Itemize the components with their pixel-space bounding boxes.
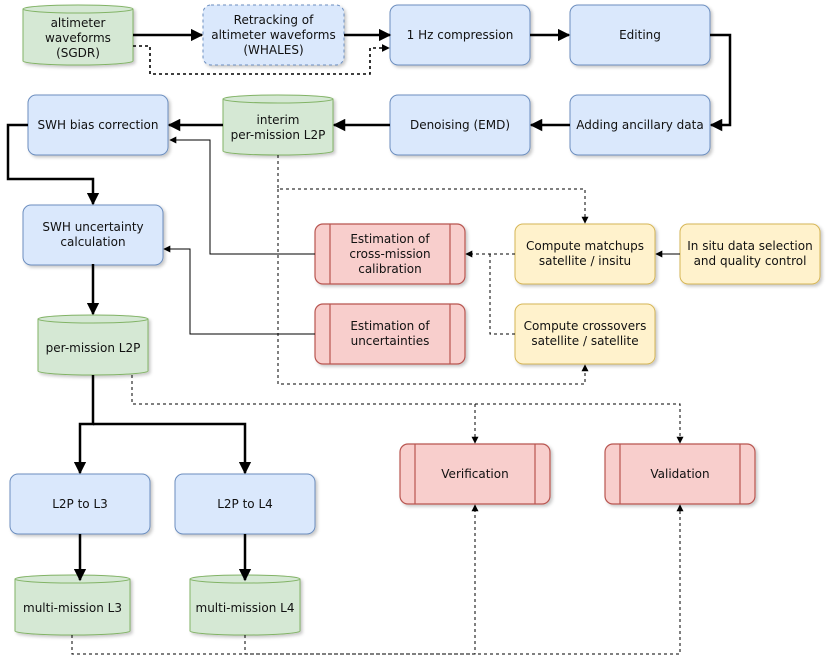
node-label: SWH uncertainty calculation	[42, 220, 144, 249]
node-label: Estimation of uncertainties	[350, 319, 430, 348]
node-compression: 1 Hz compression	[394, 5, 526, 65]
node-label: Retracking of altimeter waveforms (WHALE…	[211, 12, 336, 57]
edge-permission-validation	[475, 403, 684, 444]
node-label: per-mission L2P	[45, 340, 141, 355]
node-shape-sgdr	[22, 4, 134, 66]
node-uncertainty-calc: SWH uncertainty calculation	[27, 205, 159, 265]
node-label: Editing	[619, 27, 661, 42]
node-label: L2P to L4	[217, 496, 273, 511]
node-insitu: In situ data selection and quality contr…	[684, 224, 816, 284]
node-shape-interim	[222, 94, 334, 156]
node-multi-l3: multi-mission L3	[19, 581, 126, 635]
node-label: Compute matchups satellite / insitu	[526, 239, 644, 268]
edge-bias-uncertainty	[6, 123, 100, 206]
node-shape-whales	[202, 4, 345, 66]
node-label: multi-mission L3	[23, 600, 122, 615]
node-validation: Validation	[621, 444, 739, 504]
node-l4: L2P to L4	[179, 474, 311, 534]
edge-sgdr-compression-bypass	[133, 44, 390, 75]
node-multi-l4: multi-mission L4	[194, 581, 296, 635]
node-label: Validation	[650, 466, 710, 481]
edge-interim-matchups	[277, 155, 589, 224]
node-l3: L2P to L3	[14, 474, 146, 534]
node-label: Estimation of cross-mission calibration	[349, 231, 431, 276]
edge-crossovers-crosscal	[489, 254, 515, 335]
node-est-unc: Estimation of uncertainties	[331, 304, 449, 364]
node-crossovers: Compute crossovers satellite / satellite	[519, 304, 651, 364]
edge-editing-ancillary	[709, 33, 732, 132]
edge-permission-l3	[73, 375, 95, 475]
edge-crosscal-bias	[169, 136, 315, 255]
node-whales: Retracking of altimeter waveforms (WHALE…	[207, 5, 340, 65]
node-label: interim per-mission L2P	[230, 113, 326, 142]
node-matchups: Compute matchups satellite / insitu	[519, 224, 651, 284]
node-verification: Verification	[416, 444, 534, 504]
edge-estunc-uncertainty	[163, 245, 315, 335]
node-shape-verification	[399, 443, 551, 505]
node-shape-est-unc	[314, 303, 466, 365]
node-denoising: Denoising (EMD)	[394, 95, 526, 155]
node-label: altimeter waveforms (SGDR)	[45, 15, 111, 60]
node-sgdr: altimeter waveforms (SGDR)	[27, 11, 129, 65]
node-label: 1 Hz compression	[406, 27, 514, 42]
node-label: multi-mission L4	[195, 600, 295, 615]
node-label: Verification	[441, 466, 509, 481]
node-per-mission: per-mission L2P	[42, 321, 144, 375]
node-label: Denoising (EMD)	[409, 117, 511, 132]
node-label: L2P to L3	[52, 496, 108, 511]
node-shape-validation	[604, 443, 756, 505]
edge-permission-l4	[93, 422, 252, 475]
edge-multil4-validation	[244, 504, 684, 655]
node-label: SWH bias correction	[37, 117, 159, 132]
node-shape-multi-l3	[14, 574, 131, 636]
node-cross-cal: Estimation of cross-mission calibration	[331, 224, 449, 284]
node-editing: Editing	[574, 5, 706, 65]
node-shape-per-mission	[37, 314, 149, 376]
node-shape-multi-l4	[189, 574, 301, 636]
node-label: In situ data selection and quality contr…	[687, 239, 813, 268]
node-bias: SWH bias correction	[32, 95, 164, 155]
node-interim: interim per-mission L2P	[227, 101, 329, 155]
node-ancillary: Adding ancillary data	[574, 95, 706, 155]
edge-interim-crossovers	[277, 189, 589, 385]
edge-permission-verification	[131, 375, 479, 444]
node-label: Compute crossovers satellite / satellite	[523, 319, 647, 348]
node-label: Adding ancillary data	[576, 117, 704, 132]
